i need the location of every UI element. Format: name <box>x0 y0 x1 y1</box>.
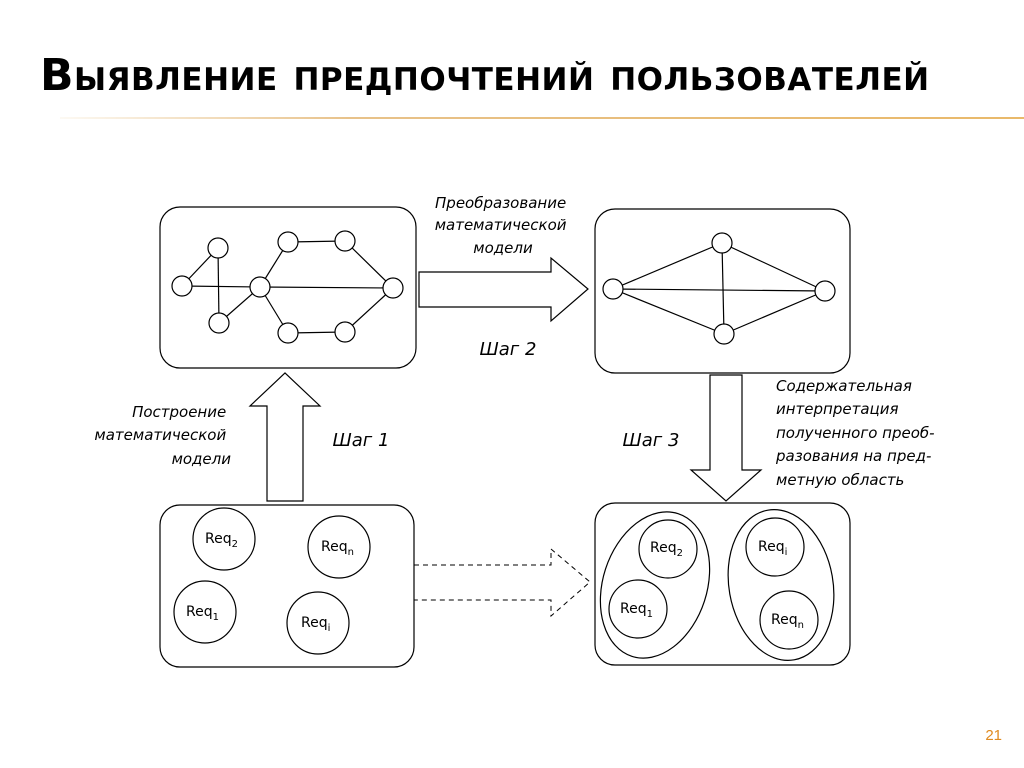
requirements-grouped: Req2 Req1 Reqi Reqn <box>599 509 835 661</box>
caption-transform-model: Преобразование математической модели <box>435 194 572 257</box>
cluster-outline <box>727 509 835 661</box>
graph-edge <box>259 286 394 289</box>
arrow-step1 <box>248 372 322 502</box>
svg-text:Req1: Req1 <box>620 601 653 620</box>
step-1-label: Шаг 1 <box>333 430 390 451</box>
graph-edge <box>217 247 220 324</box>
step-2-label: Шаг 2 <box>480 339 537 360</box>
arrow-dashed <box>414 547 591 618</box>
graph-node <box>171 275 193 297</box>
graph-edge <box>181 285 261 288</box>
graph-node <box>711 232 733 254</box>
graph-edge <box>612 288 826 292</box>
graph-node <box>277 322 299 344</box>
graph-node <box>277 231 299 253</box>
graph-node <box>382 277 404 299</box>
graph-edge <box>723 290 826 335</box>
req-node: Req1 <box>173 580 237 644</box>
cluster-outline <box>599 511 711 659</box>
graph-node <box>207 237 229 259</box>
graph-edge <box>612 242 723 290</box>
req-node: Reqi <box>286 591 350 655</box>
svg-text:Reqi: Reqi <box>758 539 787 558</box>
graph-node <box>208 312 230 334</box>
step-3-label: Шаг 3 <box>623 430 680 451</box>
graph-edge <box>721 242 725 335</box>
req-node: Req2 <box>638 519 698 579</box>
graph-node <box>334 230 356 252</box>
slide-title: Выявление предпочтений пользователей <box>40 50 930 101</box>
graph-node <box>814 280 836 302</box>
arrow-step3 <box>689 374 763 502</box>
svg-text:Req2: Req2 <box>205 531 238 550</box>
graph-edge <box>721 242 826 292</box>
page-number: 21 <box>985 727 1002 744</box>
caption-interpretation: Содержательная интерпретация полученного… <box>775 377 939 489</box>
svg-text:Req2: Req2 <box>650 540 683 559</box>
graph-node <box>334 321 356 343</box>
svg-text:Reqi: Reqi <box>301 615 330 634</box>
graph-node <box>249 276 271 298</box>
requirements-unsorted: Req2 Reqn Req1 Reqi <box>173 507 371 655</box>
req-node: Reqi <box>745 517 805 577</box>
req-node: Reqn <box>759 590 819 650</box>
graph-edge <box>612 288 725 335</box>
caption-build-model: Построение математической модели <box>94 403 231 468</box>
title-divider <box>60 117 1024 119</box>
req-node: Req1 <box>608 579 668 639</box>
graph-edge <box>344 240 394 289</box>
graph-transformed <box>602 232 836 345</box>
svg-text:Reqn: Reqn <box>321 539 354 558</box>
graph-node <box>602 278 624 300</box>
req-node: Req2 <box>192 507 256 571</box>
graph-node <box>713 323 735 345</box>
svg-text:Req1: Req1 <box>186 604 219 623</box>
graph-edge <box>344 287 394 333</box>
graph-original <box>171 230 404 344</box>
arrow-step2 <box>418 256 589 323</box>
svg-text:Reqn: Reqn <box>771 612 804 631</box>
req-node: Reqn <box>307 515 371 579</box>
